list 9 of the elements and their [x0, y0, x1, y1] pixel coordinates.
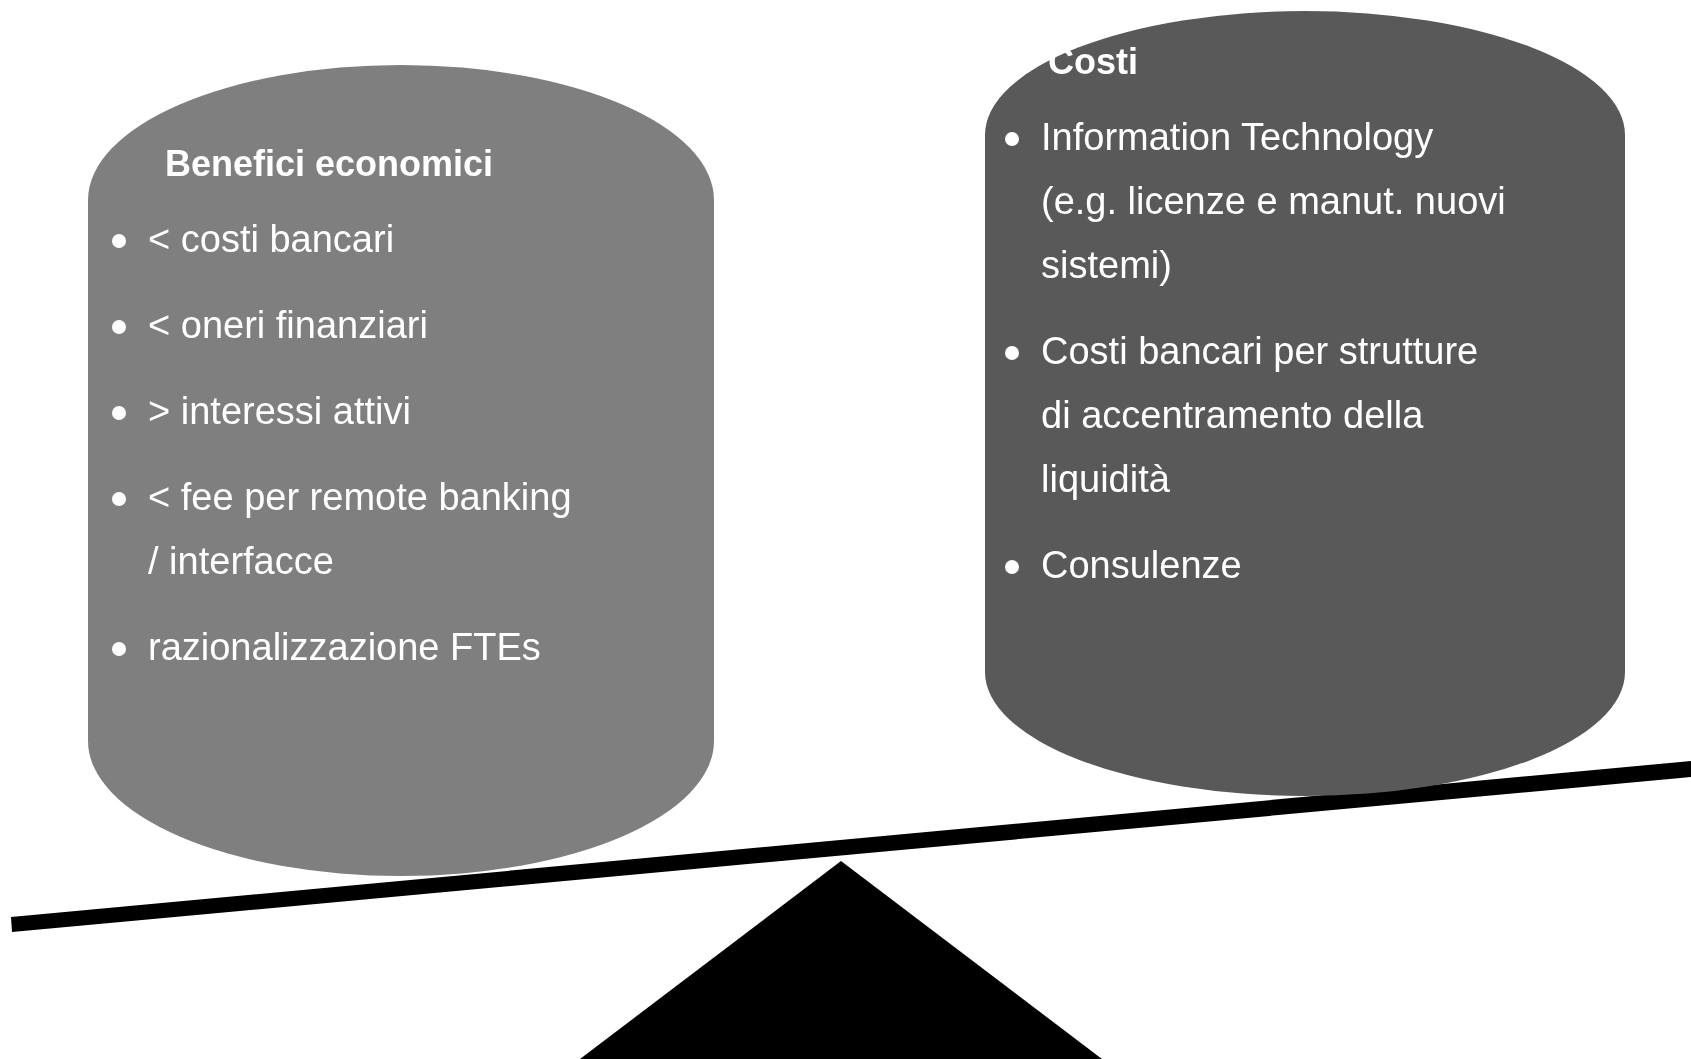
- list-item-text: Information Technology (e.g. licenze e manut. nuovi sistemi): [1041, 115, 1507, 288]
- heading: Benefici economici: [165, 143, 494, 185]
- list-item-text: < oneri finanziari: [148, 303, 429, 348]
- list-item-text: > interessi attivi: [148, 389, 412, 434]
- list-item-text: Costi bancari per strutture di accentramento della liquidità: [1041, 329, 1480, 502]
- list-item-text: < fee per remote banking / interfacce: [148, 475, 573, 584]
- list-item-text: razionalizzazione FTEs: [148, 625, 542, 670]
- list-item-text: Consulenze: [1041, 543, 1243, 588]
- list-item-text: < costi bancari: [148, 217, 396, 262]
